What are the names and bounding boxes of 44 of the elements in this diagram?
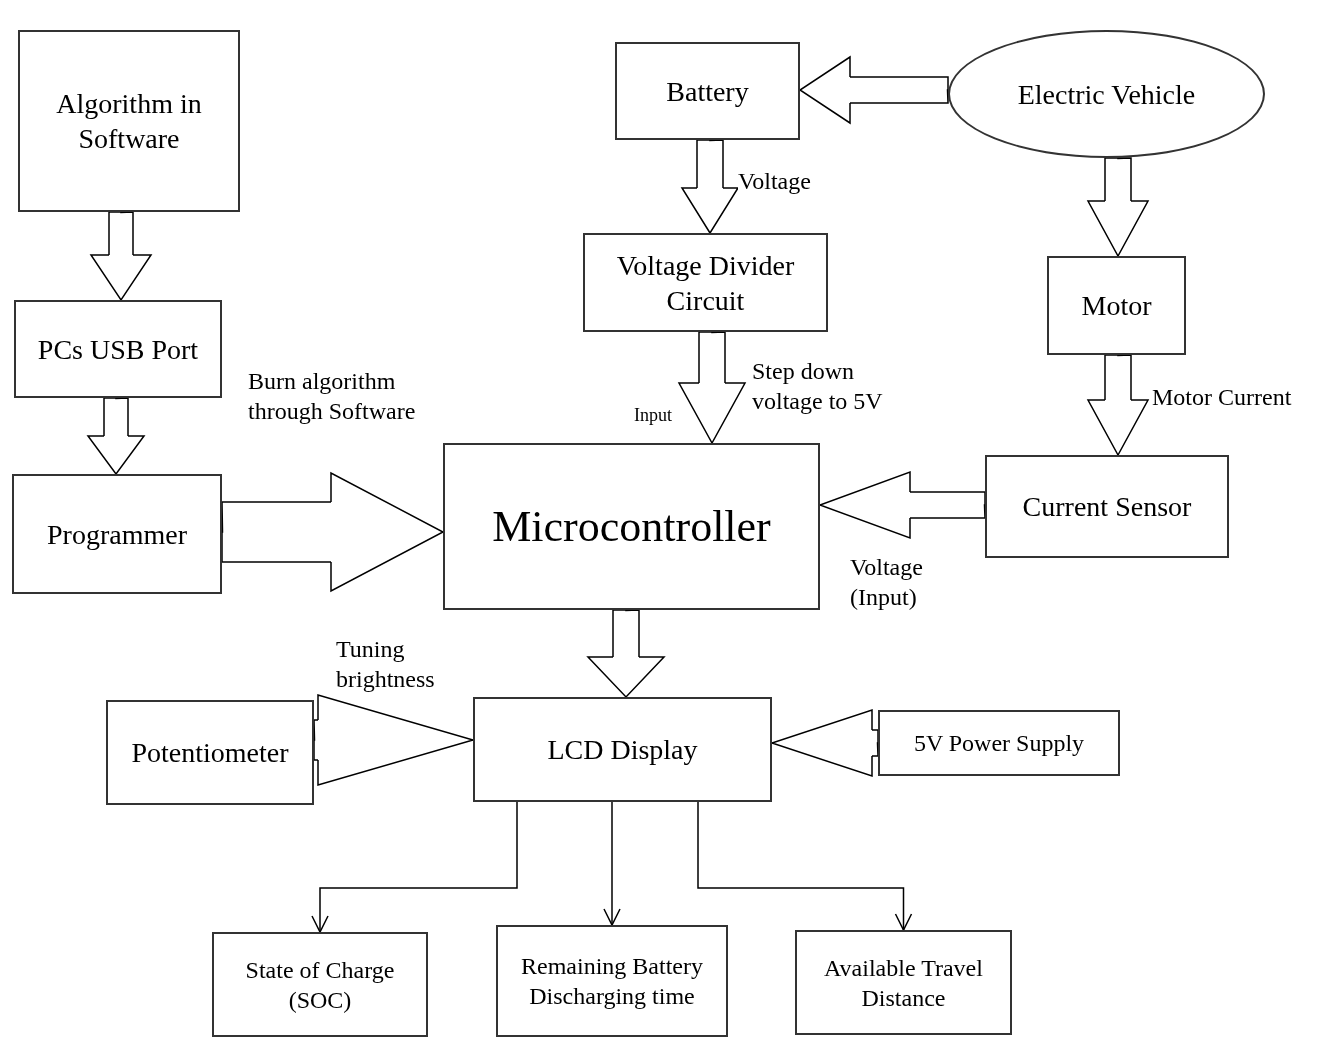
block-arrow: [799, 56, 949, 124]
block-box: [795, 930, 1012, 1035]
block-arrow: [771, 709, 879, 777]
node-label: Voltage Divider Circuit: [615, 248, 796, 318]
block-box: [1047, 256, 1186, 355]
node-label: Available Travel Distance: [823, 953, 984, 1013]
block-box: [12, 474, 222, 594]
block-box: [878, 710, 1120, 776]
block-arrow: [221, 472, 444, 592]
node-label: Electric Vehicle: [1017, 77, 1196, 112]
node-label: Programmer: [47, 517, 187, 552]
node-label: State of Charge (SOC): [244, 955, 396, 1015]
block-arrow: [819, 471, 986, 539]
block-arrow: [678, 331, 746, 444]
arrow: [697, 801, 913, 931]
block-arrow: [90, 211, 152, 301]
block-box: [212, 932, 428, 1037]
block-arrow: [587, 609, 665, 698]
block-box: [496, 925, 728, 1037]
block-box: [985, 455, 1229, 558]
node-label: 5V Power Supply: [913, 729, 1085, 758]
node-label: PCs USB Port: [37, 332, 199, 367]
block-box: [583, 233, 828, 332]
node-label: LCD Display: [547, 733, 698, 767]
block-arrow: [681, 139, 739, 234]
block-arrow: [1087, 354, 1149, 456]
node-label: Algorithm in Software: [55, 87, 203, 156]
block-box: [18, 30, 240, 212]
block-arrow: [313, 694, 474, 786]
block-box: [106, 700, 314, 805]
node-label: Potentiometer: [131, 736, 289, 770]
node-label: Current Sensor: [1022, 490, 1192, 524]
block-box: [473, 697, 772, 802]
block-arrow: [1087, 157, 1149, 257]
block-arrow: [87, 397, 145, 475]
node-label: Microcontroller: [492, 501, 771, 553]
node-label: Motor: [1081, 289, 1152, 323]
node-label: Remaining Battery Discharging time: [520, 952, 704, 1011]
arrow: [311, 801, 518, 933]
arrow: [603, 801, 621, 926]
block-box: [615, 42, 800, 140]
node-label: Battery: [666, 74, 749, 109]
block-box: [443, 443, 820, 610]
block-box: [14, 300, 222, 398]
